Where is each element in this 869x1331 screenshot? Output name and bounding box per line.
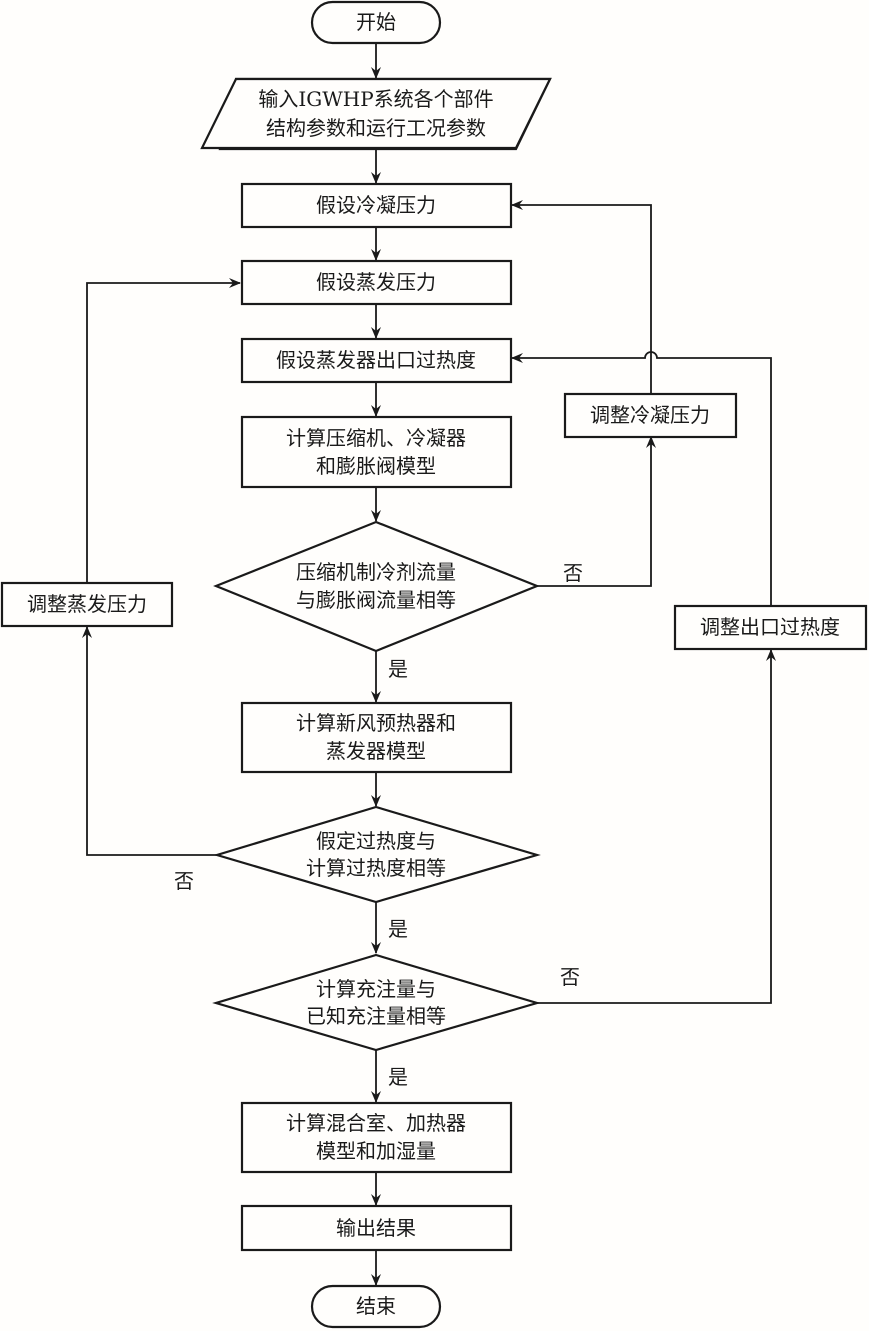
edge-dec-flow-adj-cond [537, 436, 656, 587]
decision-superheat-no-label: 否 [174, 869, 194, 893]
adjust-condensing-pressure-node: 调整冷凝压力 [563, 392, 738, 439]
end-node: 结束 [310, 1284, 442, 1329]
output-label: 输出结果 [336, 1216, 416, 1240]
decision-flow-label-line1: 压缩机制冷剂流量 [296, 560, 456, 584]
decision-superheat-equal: 假定过热度与 计算过热度相等 [213, 805, 541, 904]
decision-charge-equal: 计算充注量与 已知充注量相等 [212, 953, 541, 1052]
calc-mixing-node: 计算混合室、加热器 模型和加湿量 [240, 1101, 513, 1174]
decision-charge-label-line1: 计算充注量与 [316, 977, 436, 1001]
calc-evaporator-label-line1: 计算新风预热器和 [296, 711, 456, 735]
calc-compressor-label-line1: 计算压缩机、冷凝器 [286, 426, 466, 450]
end-label: 结束 [356, 1294, 396, 1318]
assume-superheat-label: 假设蒸发器出口过热度 [276, 348, 476, 372]
adjust-condensing-pressure-label: 调整冷凝压力 [590, 403, 710, 427]
assume-condensing-pressure-label: 假设冷凝压力 [316, 193, 436, 217]
decision-superheat-label-line1: 假定过热度与 [316, 829, 436, 853]
calc-compressor-label-line2: 和膨胀阀模型 [316, 454, 436, 478]
decision-superheat-yes-label: 是 [388, 917, 408, 941]
calc-mixing-label-line1: 计算混合室、加热器 [286, 1111, 466, 1135]
adjust-superheat-node: 调整出口过热度 [673, 604, 868, 651]
calc-evaporator-node: 计算新风预热器和 蒸发器模型 [240, 701, 513, 774]
connectors [82, 43, 776, 1286]
edge-dec-charge-adj-superheat [537, 649, 776, 1004]
input-label-line1: 输入IGWHP系统各个部件 [258, 87, 493, 111]
decision-flow-yes-label: 是 [388, 657, 408, 681]
edge-adj-superheat-assume-superheat [511, 351, 772, 607]
decision-charge-label-line2: 已知充注量相等 [306, 1004, 446, 1028]
assume-condensing-pressure-node: 假设冷凝压力 [240, 182, 513, 229]
calc-compressor-node: 计算压缩机、冷凝器 和膨胀阀模型 [240, 415, 513, 489]
decision-flow-label-line2: 与膨胀阀流量相等 [296, 588, 456, 612]
assume-superheat-node: 假设蒸发器出口过热度 [240, 337, 513, 384]
adjust-evaporating-pressure-node: 调整蒸发压力 [0, 581, 174, 628]
start-node: 开始 [310, 0, 442, 45]
input-node: 输入IGWHP系统各个部件 结构参数和运行工况参数 [200, 77, 552, 151]
decision-flow-equal: 压缩机制冷剂流量 与膨胀阀流量相等 [213, 520, 540, 653]
decision-superheat-label-line2: 计算过热度相等 [306, 856, 446, 880]
edge-adj-cond-assume-cond [511, 200, 652, 395]
assume-evaporating-pressure-node: 假设蒸发压力 [240, 259, 513, 306]
calc-mixing-label-line2: 模型和加湿量 [316, 1139, 436, 1163]
decision-flow-no-label: 否 [563, 561, 583, 585]
start-label: 开始 [356, 10, 396, 34]
adjust-evaporating-pressure-label: 调整蒸发压力 [27, 592, 147, 616]
output-node: 输出结果 [240, 1204, 513, 1252]
adjust-superheat-label: 调整出口过热度 [700, 615, 840, 639]
assume-evaporating-pressure-label: 假设蒸发压力 [316, 270, 436, 294]
decision-charge-yes-label: 是 [388, 1065, 408, 1089]
edge-adj-evap-assume-evap [86, 278, 241, 584]
decision-charge-no-label: 否 [560, 965, 580, 989]
calc-evaporator-label-line2: 蒸发器模型 [326, 739, 426, 763]
edge-dec-superheat-adj-evap [82, 626, 217, 856]
input-label-line2: 结构参数和运行工况参数 [266, 116, 486, 140]
